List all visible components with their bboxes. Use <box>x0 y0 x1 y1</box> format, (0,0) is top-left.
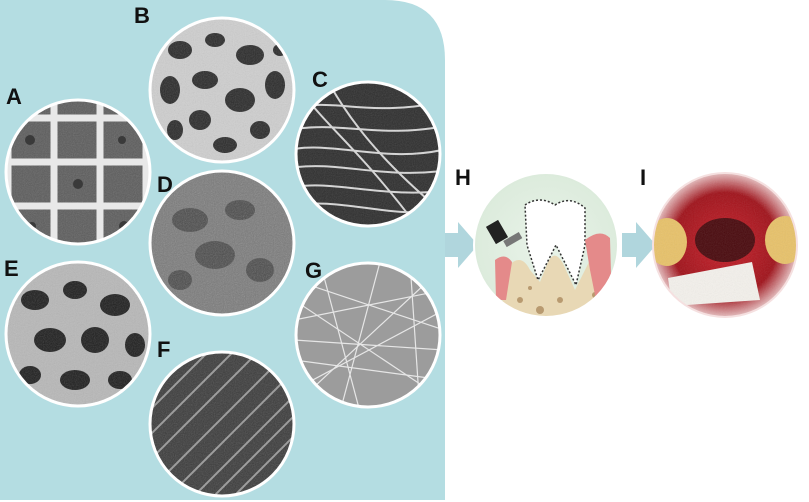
sem-image-b <box>150 18 294 162</box>
circle-frame <box>4 98 152 246</box>
circle-frame <box>148 16 296 164</box>
panel-label-b: B <box>134 3 150 28</box>
circle-frame <box>294 261 442 409</box>
circle-frame <box>294 80 442 228</box>
arrow-right-icon <box>622 222 656 268</box>
arrow-right-icon <box>445 222 478 268</box>
sem-image-f <box>150 352 294 496</box>
panel-label-e: E <box>4 256 19 281</box>
circle-frame <box>652 172 798 318</box>
sem-image-c <box>296 82 440 226</box>
sem-image-e <box>6 262 150 406</box>
panel-label-f: F <box>157 337 170 362</box>
panel-label-i: I <box>640 165 646 190</box>
clinical-photo <box>653 173 797 317</box>
tooth-illustration <box>474 173 618 317</box>
circle-frame <box>473 172 619 318</box>
circle-frame <box>148 350 296 498</box>
sem-image-d <box>150 171 294 315</box>
circle-frame <box>4 260 152 408</box>
circle-frame <box>148 169 296 317</box>
panel-label-a: A <box>6 84 22 109</box>
panel-label-c: C <box>312 67 328 92</box>
panel-label-d: D <box>157 172 173 197</box>
panel-label-g: G <box>305 258 322 283</box>
panel-label-h: H <box>455 165 471 190</box>
